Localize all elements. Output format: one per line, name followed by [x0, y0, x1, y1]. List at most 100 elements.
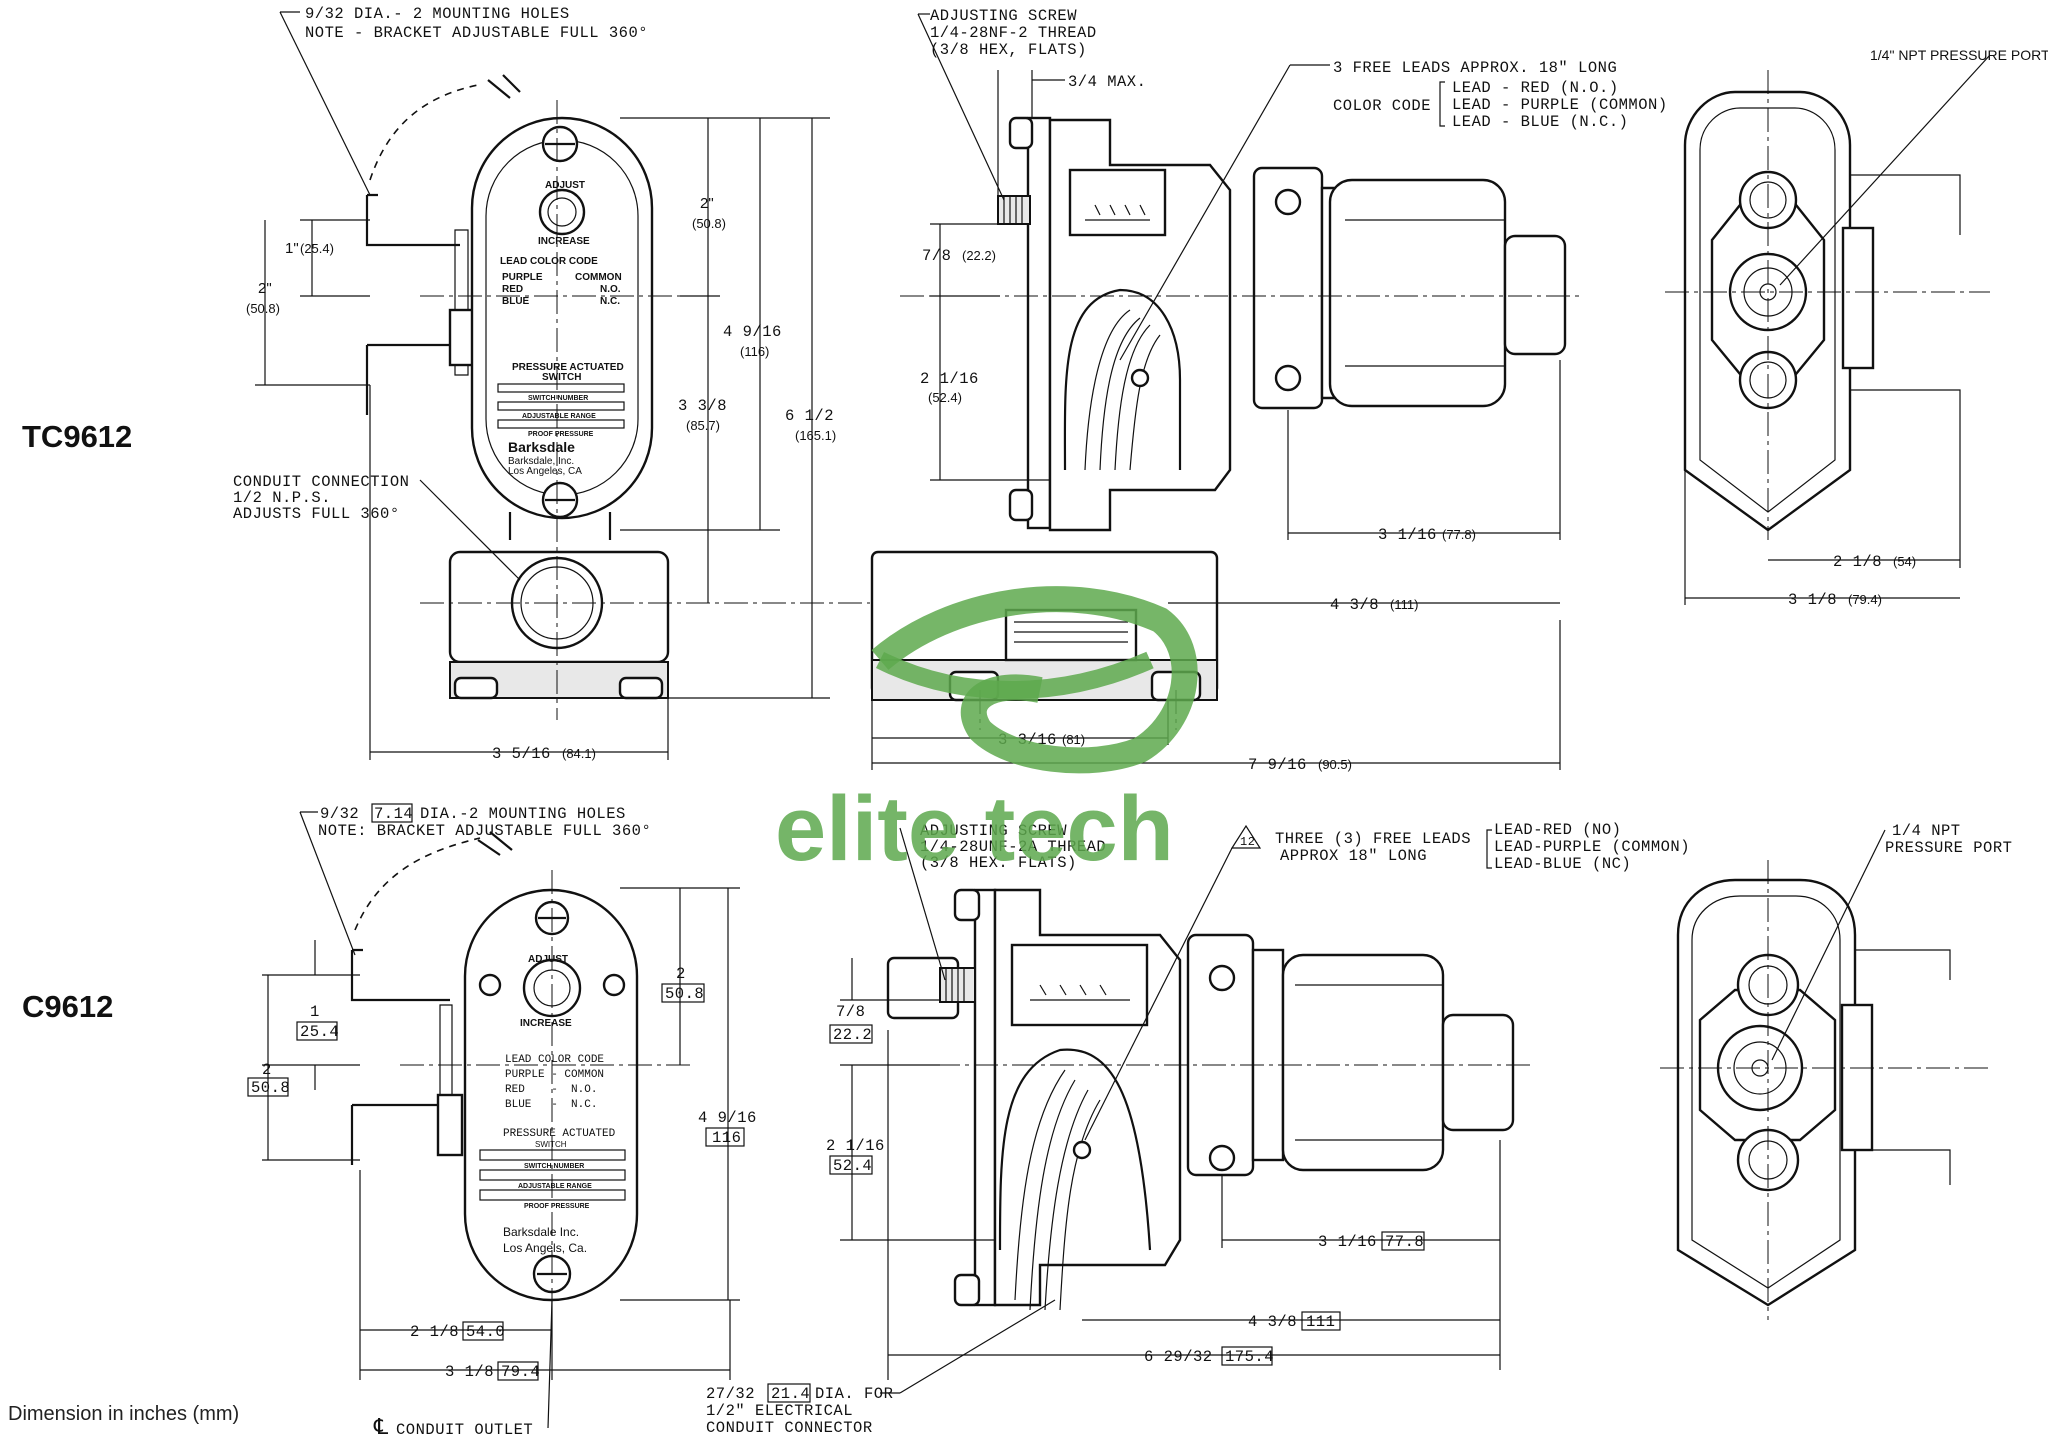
nameplate-nc: N.C.	[600, 296, 620, 307]
tc-conduit-label-2: 1/2 N.P.S.	[233, 489, 331, 507]
tc-dim-50-8-left: (50.8)	[246, 301, 280, 316]
tc9612-front-annotations: 9/32 DIA.- 2 MOUNTING HOLES NOTE - BRACK…	[233, 5, 836, 763]
tc-adjust-label-3: (3/8 HEX, FLATS)	[930, 41, 1087, 59]
c-nameplate-brand: Barksdale Inc.	[503, 1225, 579, 1239]
c-pressure-port-nipple	[1441, 1013, 1515, 1132]
nameplate-switch: SWITCH	[542, 372, 581, 383]
tc-dim-3-1-8: 3 1/8	[1788, 591, 1837, 609]
c-dim-4-3-8: 4 3/8	[1248, 1313, 1297, 1331]
tc9612-end-view: 1/4" NPT PRESSURE PORT 2 1/8 (54) 3 1/8 …	[1665, 47, 2048, 609]
c9612-front-view: ADJUST INCREASE LEAD COLOR CODE PURPLE -…	[350, 831, 690, 1340]
dial-label-adjust: ADJUST	[545, 180, 585, 191]
nameplate-lead-title: LEAD COLOR CODE	[500, 256, 598, 267]
rotation-arc	[369, 84, 479, 181]
c9612-end-view: 1/4 NPT PRESSURE PORT	[1660, 822, 2012, 1320]
c-dim-4-9-16: 4 9/16	[698, 1109, 757, 1127]
c-adjust-label-3: (3/8 HEX. FLATS)	[920, 854, 1077, 872]
tc-dim-2-1-8: 2 1/8	[1833, 553, 1882, 571]
tc-dim-54: (54)	[1893, 554, 1916, 569]
c-nameplate-lead-title: LEAD COLOR CODE	[505, 1054, 604, 1066]
dial-label-increase: INCREASE	[538, 236, 590, 247]
tc-dim-3-1-16: 3 1/16	[1378, 526, 1437, 544]
tc-dim-111: (111)	[1390, 597, 1418, 612]
tc-dim-85-7: (85.7)	[686, 418, 720, 433]
tc-dim-3-3-8: 3 3/8	[678, 397, 727, 415]
tc-dim-52-4: (52.4)	[928, 390, 962, 405]
tc-dim-79-4: (79.4)	[1848, 592, 1882, 607]
tc-adjust-label-2: 1/4-28NF-2 THREAD	[930, 24, 1097, 42]
tc-dim-4-9-16: 4 9/16	[723, 323, 782, 341]
c-dim-25-4: 25.4	[300, 1023, 339, 1041]
c-nameplate-switch-number: SWITCH NUMBER	[524, 1163, 584, 1170]
tc9612-side-view	[870, 116, 1580, 730]
nameplate-purple: PURPLE	[502, 272, 543, 283]
tc-dim-6-1-2: 6 1/2	[785, 407, 834, 425]
nameplate-brand-2: Barksdale, Inc.	[508, 456, 574, 467]
tc-dim-25-4: (25.4)	[300, 241, 334, 256]
c-conduit-outlet-label: CONDUIT OUTLET	[396, 1421, 533, 1439]
bracket-nut	[448, 308, 476, 367]
c-side-mount-plate	[973, 888, 997, 1307]
nameplate-common: COMMON	[575, 272, 622, 283]
tc9612-front-view: ADJUST INCREASE LEAD COLOR CODE PURPLE C…	[365, 74, 870, 720]
c-pressure-scale	[1010, 943, 1149, 1027]
c-dim-7-8: 7/8	[836, 1003, 865, 1021]
c-dim-3-1-8: 3 1/8	[445, 1363, 494, 1381]
tc-dim-7-9-16: 7 9/16	[1248, 756, 1307, 774]
c-dim-3-1-16: 3 1/16	[1318, 1233, 1377, 1251]
tc-mounting-label-2: NOTE - BRACKET ADJUSTABLE FULL 360°	[305, 24, 648, 42]
c-mounting-label-1: 9/32	[320, 805, 359, 823]
watermark-text: elite tech	[775, 778, 1174, 880]
c-note-number: 12	[1240, 835, 1255, 849]
tc-lead-blue: LEAD - BLUE (N.C.)	[1452, 113, 1628, 131]
adjust-dial	[538, 188, 586, 236]
nameplate-brand-3: Los Angeles, CA	[508, 466, 582, 477]
c-nameplate-switch: SWITCH	[535, 1140, 567, 1149]
c-dial-label-adjust: ADJUST	[528, 954, 568, 965]
tc-color-code-label: COLOR CODE	[1333, 97, 1431, 115]
adjusting-screw	[997, 195, 1031, 225]
c-centerline-symbol: ℄	[373, 1416, 389, 1441]
tc-port-label: 1/4" NPT PRESSURE PORT	[1870, 47, 2048, 63]
pressure-scale	[1068, 168, 1167, 237]
tc-conduit-label-1: CONDUIT CONNECTION	[233, 473, 409, 491]
c-nameplate-purple: PURPLE - COMMON	[505, 1069, 604, 1081]
c-nameplate-pressure: PRESSURE ACTUATED	[503, 1128, 616, 1140]
c-dim-2-1-16: 2 1/16	[826, 1137, 885, 1155]
nameplate-pressure: PRESSURE ACTUATED	[512, 362, 624, 373]
c-dim-79-4: 79.4	[501, 1363, 540, 1381]
c-switch-housing	[463, 888, 639, 1302]
c-dim-2-1-8: 2 1/8	[410, 1323, 459, 1341]
c-nameplate-proof: PROOF PRESSURE	[524, 1203, 590, 1210]
c-dim-52-4: 52.4	[833, 1157, 872, 1175]
c-lead-purple: LEAD-PURPLE (COMMON)	[1494, 838, 1690, 856]
tc-lead-red: LEAD - RED (N.O.)	[1452, 79, 1619, 97]
nameplate-switch-number: SWITCH NUMBER	[528, 395, 588, 402]
c9612-side-view	[860, 888, 1530, 1311]
c-dim-2: 2	[676, 965, 686, 983]
tc-dim-81: (81)	[1062, 732, 1085, 747]
tc-dim-90-5: (90.5)	[1318, 757, 1352, 772]
nameplate-blue: BLUE	[502, 296, 530, 307]
nameplate-proof: PROOF PRESSURE	[528, 431, 594, 438]
tc-dim-2in-left: 2"	[258, 280, 272, 297]
watermark-logo: elite tech	[775, 586, 1198, 880]
c-port-label-2: PRESSURE PORT	[1885, 839, 2012, 857]
model-label-c9612: C9612	[22, 989, 113, 1024]
c-adjust-label-1: ADJUSTING SCREW	[920, 822, 1067, 840]
c-dim-50-8-left: 50.8	[251, 1079, 290, 1097]
c-bracket-nut	[436, 1093, 464, 1157]
c-pressure-port-body	[1281, 953, 1445, 1172]
tc-dim-2in: 2"	[700, 195, 714, 212]
tc-dim-22-2: (22.2)	[962, 248, 996, 263]
tc-leads-label: 3 FREE LEADS APPROX. 18" LONG	[1333, 59, 1617, 77]
nameplate-adj-range: ADJUSTABLE RANGE	[522, 413, 596, 420]
c-leads-label-1: THREE (3) FREE LEADS	[1275, 830, 1471, 848]
c-dim-1: 1	[310, 1003, 320, 1021]
c-leads-label-2: APPROX 18" LONG	[1280, 847, 1427, 865]
c-dim-50-8: 50.8	[665, 985, 704, 1003]
c-mounting-box: 7.14	[374, 805, 413, 823]
c-dim-54-0: 54.0	[466, 1323, 505, 1341]
tc-mounting-label-1: 9/32 DIA.- 2 MOUNTING HOLES	[305, 5, 570, 23]
